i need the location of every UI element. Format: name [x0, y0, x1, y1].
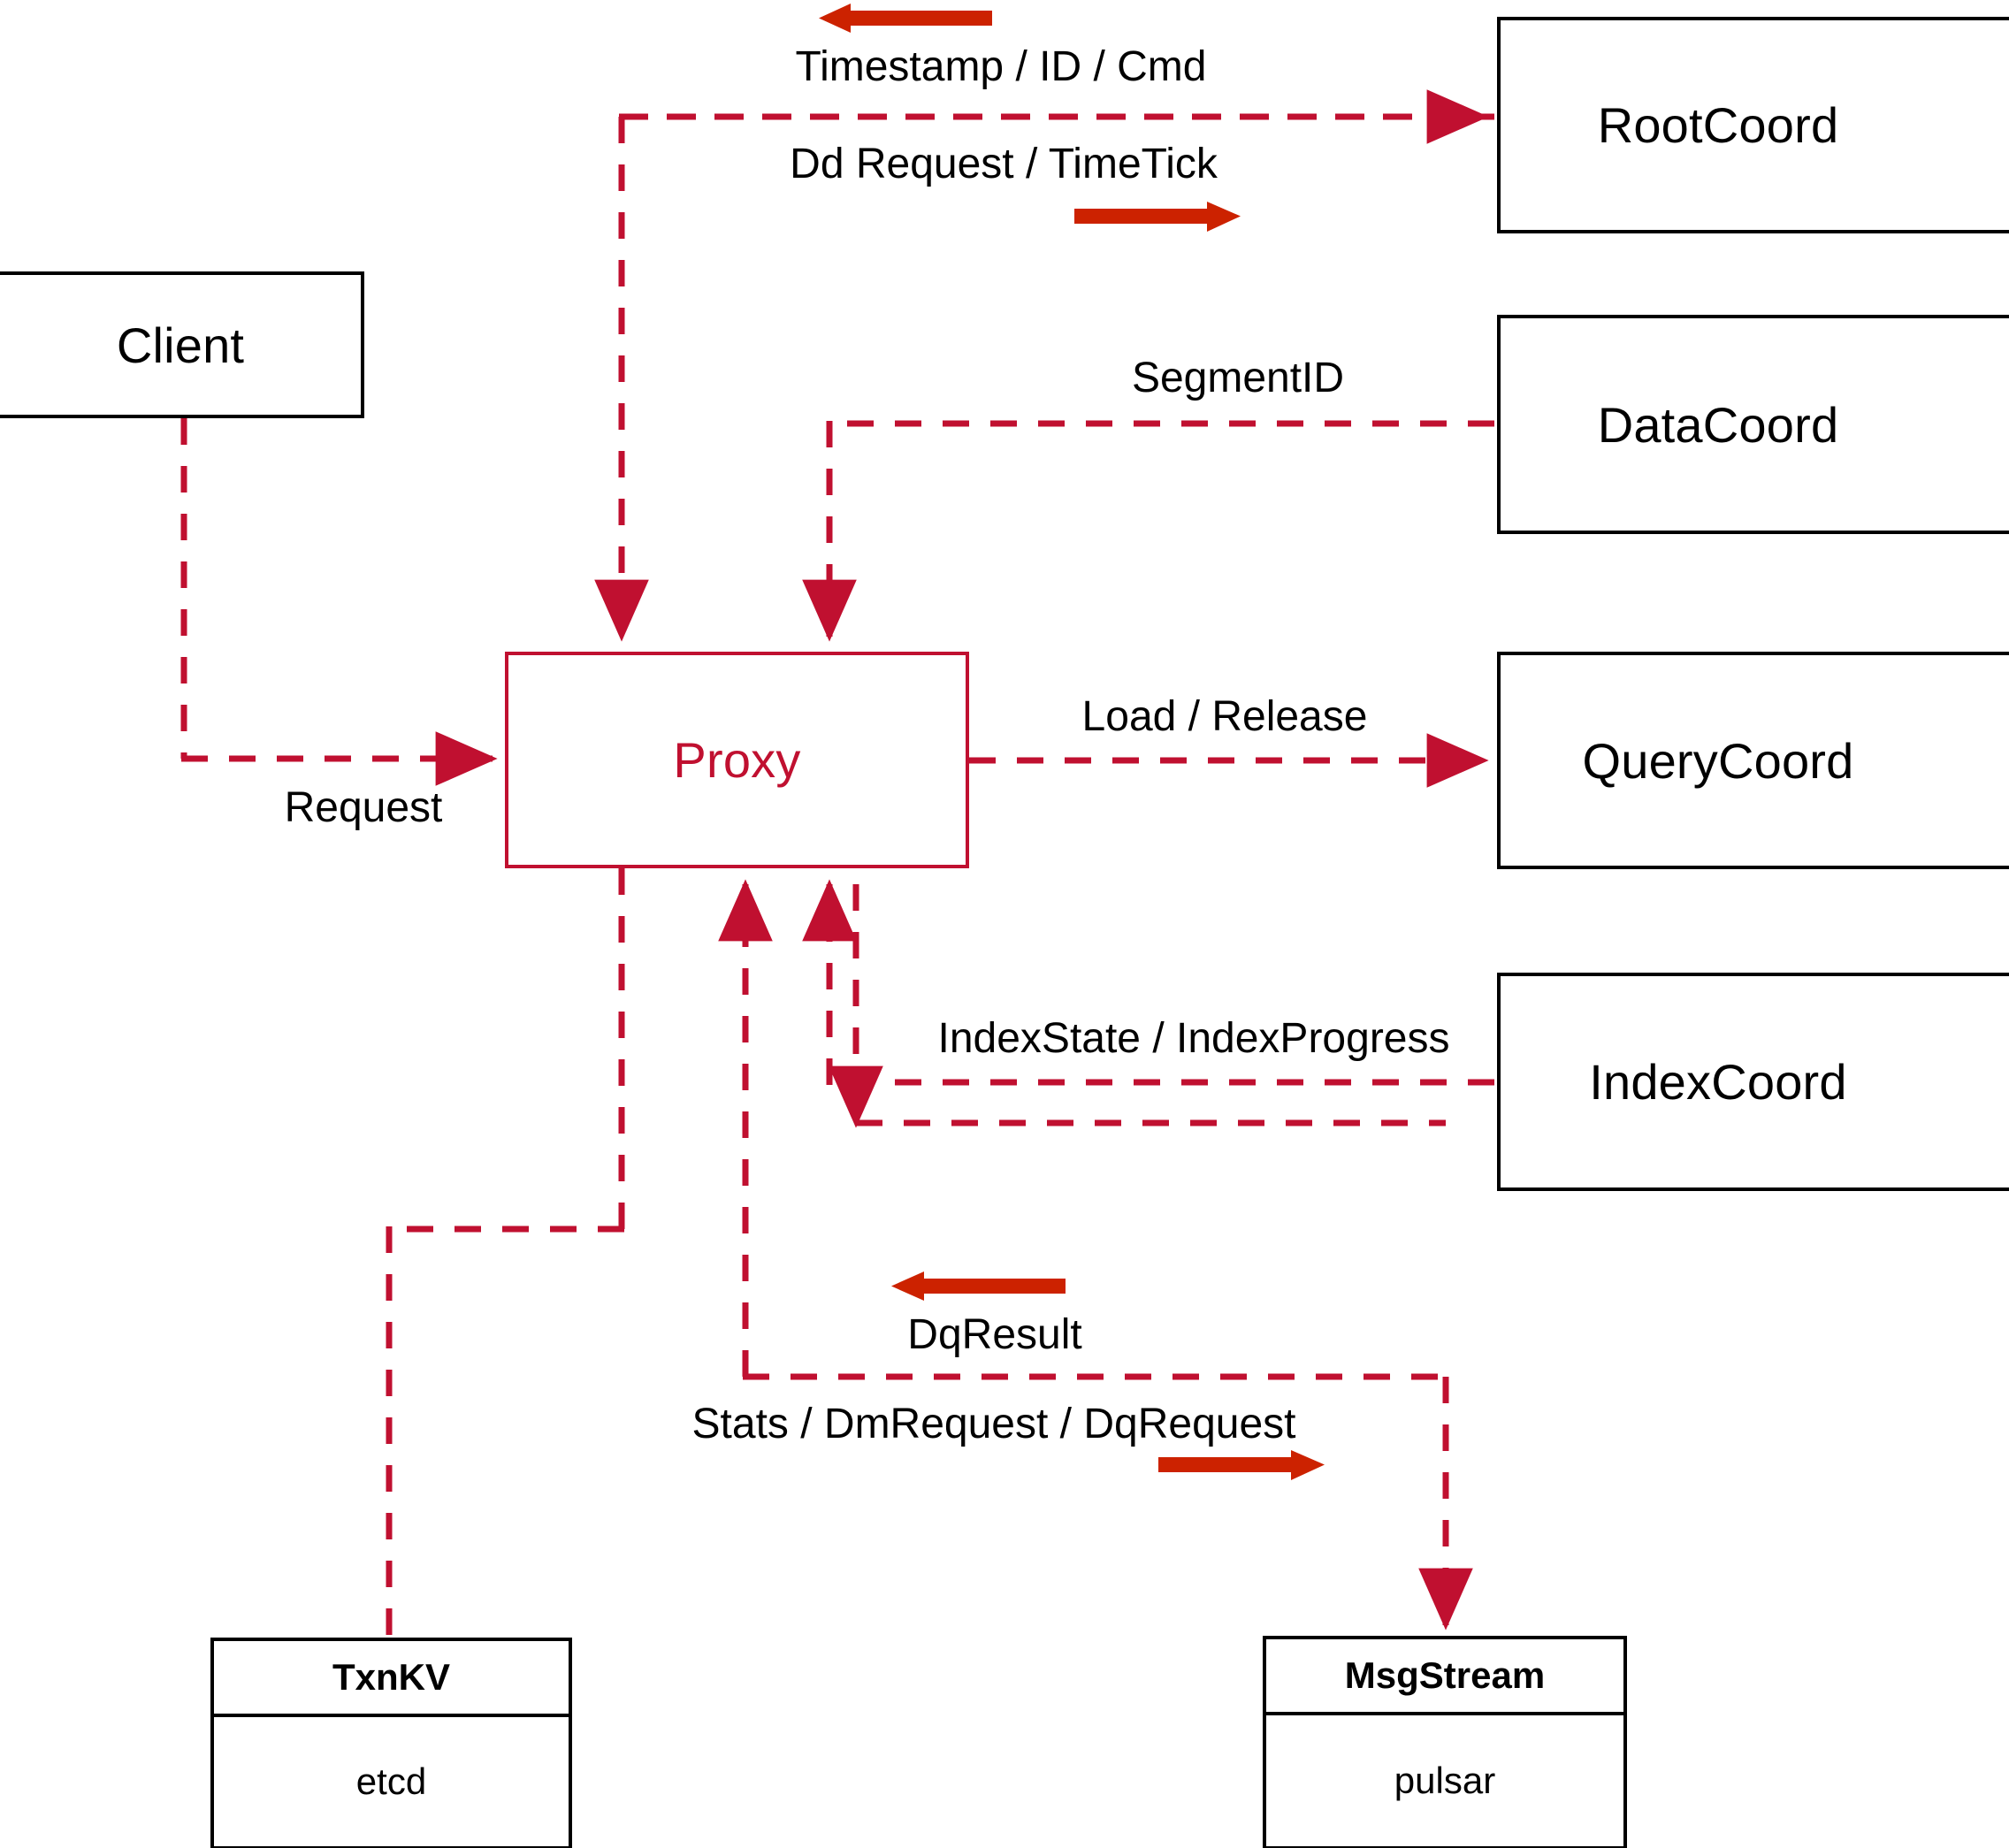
node-proxy-label: Proxy: [673, 732, 801, 788]
edge-label-load-release: Load / Release: [1081, 693, 1368, 740]
node-data-coord-label: DataCoord: [1597, 396, 1839, 453]
store-msgstream[interactable]: MsgStream pulsar: [1263, 1636, 1627, 1848]
node-index-coord-label: IndexCoord: [1589, 1054, 1847, 1110]
edge-label-dq-result: DqResult: [907, 1311, 1082, 1358]
node-query-coord[interactable]: QueryCoord: [1497, 652, 2009, 869]
edge-label-dd-request-timetick: Dd Request / TimeTick: [790, 141, 1218, 187]
store-msgstream-title: MsgStream: [1266, 1639, 1623, 1715]
store-txnkv-impl: etcd: [355, 1760, 427, 1802]
node-root-coord[interactable]: RootCoord: [1497, 17, 2009, 233]
edge-label-stats-dm-dq-request: Stats / DmRequest / DqRequest: [691, 1401, 1296, 1447]
direction-arrow-right-statsrequest: [1158, 1450, 1325, 1480]
node-root-coord-label: RootCoord: [1597, 97, 1839, 153]
node-client-label: Client: [116, 317, 245, 373]
node-index-coord[interactable]: IndexCoord: [1497, 973, 2009, 1191]
direction-arrow-left-dqresult: [891, 1271, 1066, 1301]
store-msgstream-impl: pulsar: [1394, 1760, 1496, 1801]
node-client[interactable]: Client: [0, 271, 364, 418]
direction-arrow-right-ddrequest: [1074, 202, 1241, 232]
store-txnkv-title: TxnKV: [214, 1641, 569, 1717]
direction-arrow-left-timestamp: [819, 4, 992, 33]
node-proxy[interactable]: Proxy: [505, 652, 969, 868]
node-data-coord[interactable]: DataCoord: [1497, 315, 2009, 534]
edge-label-request: Request: [284, 784, 443, 831]
edge-label-segment-id: SegmentID: [1131, 355, 1345, 401]
edge-label-index-state-progress: IndexState / IndexProgress: [937, 1015, 1450, 1062]
node-query-coord-label: QueryCoord: [1582, 732, 1854, 789]
edge-label-timestamp-id-cmd: Timestamp / ID / Cmd: [795, 43, 1207, 90]
store-txnkv[interactable]: TxnKV etcd: [210, 1638, 572, 1848]
